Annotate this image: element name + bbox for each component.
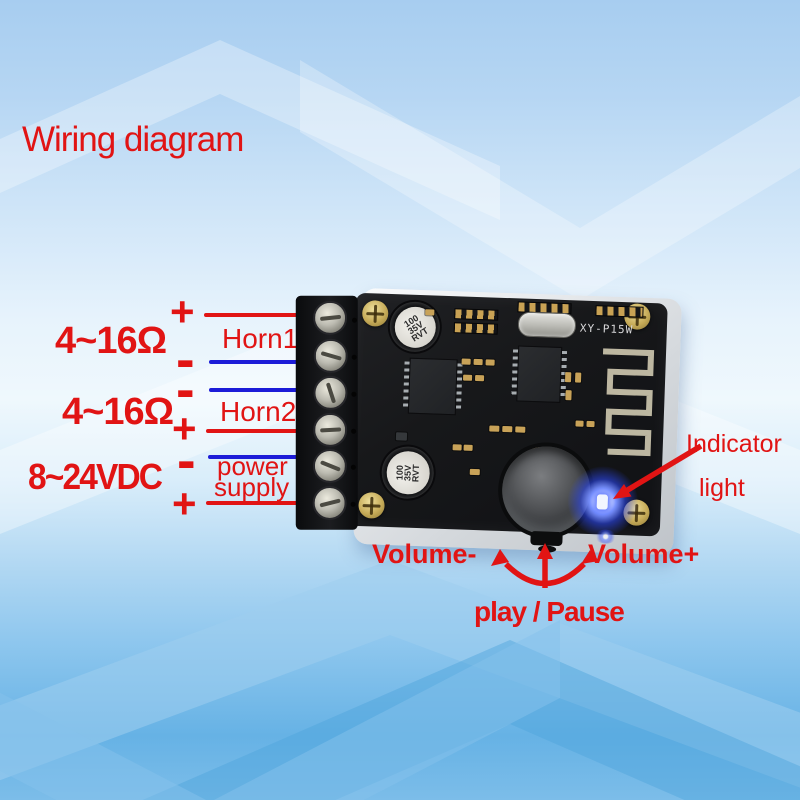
- crystal-oscillator: [517, 311, 577, 339]
- screw-slot: [319, 460, 341, 472]
- smd-component: [463, 444, 473, 451]
- smd-component: [395, 432, 408, 441]
- wire-horn2-negative: [209, 388, 341, 392]
- background-chevron: [60, 640, 800, 800]
- smd-component: [565, 390, 572, 401]
- horn2-impedance-label: 4~16Ω: [62, 391, 174, 433]
- header-pads: [453, 322, 498, 335]
- smd-component: [461, 358, 471, 365]
- smd-component: [452, 444, 462, 451]
- polarity-plus-horn1: +: [170, 288, 195, 335]
- volume-minus-label: Volume-: [372, 539, 477, 569]
- wire-horn2-positive: [206, 429, 322, 433]
- horn2-label: Horn2: [220, 396, 297, 427]
- wire-horn1-positive: [204, 313, 330, 317]
- background-chevron: [0, 560, 800, 800]
- capacitor-marking: RVT: [410, 463, 422, 483]
- screw-slot: [319, 314, 341, 321]
- smd-component: [502, 425, 513, 433]
- bluetooth-ic: [516, 345, 563, 403]
- smd-component: [425, 309, 435, 316]
- amplifier-ic: [407, 357, 458, 416]
- screw-slot: [325, 382, 336, 404]
- polarity-plus-power: +: [172, 480, 197, 527]
- play-pause-label: play / Pause: [474, 596, 625, 627]
- smd-component: [462, 374, 473, 381]
- smd-component: [485, 359, 495, 366]
- background-chevron: [0, 620, 560, 800]
- polarity-minus-power: -: [177, 428, 196, 491]
- amplifier-board: 100 35V RVT 100 35V RVT XY-P15W: [295, 287, 682, 555]
- power-range-label: 8~24VDC: [28, 456, 163, 497]
- polarity-plus-horn2: +: [172, 405, 197, 452]
- smd-component: [574, 372, 582, 383]
- horn1-impedance-label: 4~16Ω: [55, 320, 167, 362]
- screw-slot: [319, 427, 341, 433]
- knob-shaft: [530, 530, 563, 547]
- screw-slot: [320, 351, 342, 361]
- wire-power-negative: [208, 455, 309, 459]
- pcb-hole: [350, 464, 356, 470]
- volume-plus-label: Volume+: [588, 539, 700, 569]
- horn1-label: Horn1: [222, 323, 299, 354]
- screw-slot: [318, 498, 341, 508]
- wire-horn1-negative: [209, 360, 309, 364]
- indicator-label-line1: Indicator: [686, 430, 782, 458]
- background-chevron: [300, 60, 800, 300]
- smd-component: [474, 374, 485, 382]
- indicator-led: [596, 494, 609, 510]
- smd-component: [586, 420, 595, 428]
- header-pads: [454, 308, 499, 321]
- smd-component: [575, 420, 584, 427]
- page-title: Wiring diagram: [22, 120, 244, 159]
- smd-component: [489, 425, 500, 432]
- smd-component: [469, 468, 480, 476]
- smd-component: [564, 372, 572, 383]
- indicator-label-line2: light: [699, 474, 745, 502]
- header-pads: [595, 305, 644, 318]
- power-supply-word2: supply: [214, 472, 290, 502]
- polarity-minus-horn2: -: [176, 357, 195, 420]
- smd-component: [473, 358, 483, 366]
- wire-power-positive: [206, 501, 318, 505]
- polarity-minus-horn1: -: [176, 327, 195, 390]
- board-model-text: XY-P15W: [579, 321, 634, 337]
- smd-component: [515, 426, 526, 433]
- knob-shaft-tip: [538, 545, 557, 553]
